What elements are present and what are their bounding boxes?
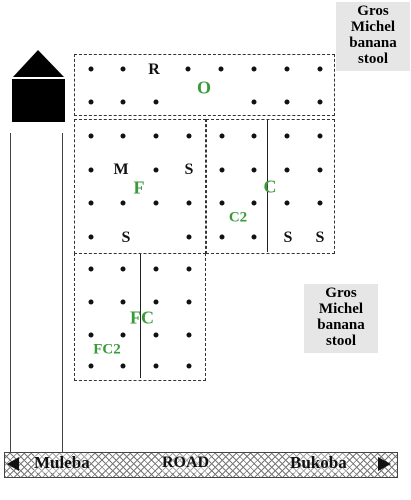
planting-point [219, 234, 225, 240]
mark-m: M [113, 161, 129, 178]
house-arrow-icon [12, 50, 65, 122]
stool-label-top-line: Gros [357, 3, 389, 19]
planting-point [153, 99, 159, 105]
plot-code-c: C [263, 176, 277, 197]
stool-label-top-line: Michel [350, 19, 396, 35]
planting-point [88, 99, 94, 105]
mark-r: R [148, 61, 160, 78]
arrow-right-icon [378, 457, 391, 471]
planting-point [120, 200, 126, 206]
planting-point [317, 133, 323, 139]
plot-code-f: F [133, 177, 145, 198]
planting-point [186, 266, 192, 272]
road-label-muleba: Muleba [34, 453, 90, 473]
arrow-left-icon [7, 457, 19, 471]
planting-point [120, 133, 126, 139]
planting-point [317, 167, 323, 173]
left-path-line [62, 133, 63, 453]
plot-code-fc2: FC2 [93, 341, 121, 358]
planting-point [284, 99, 290, 105]
plot-c-divider [267, 120, 268, 252]
planting-point [251, 200, 257, 206]
left-path-line [10, 133, 11, 453]
planting-point [284, 133, 290, 139]
road-label-bukoba: Bukoba [290, 453, 347, 473]
planting-point [153, 133, 159, 139]
stool-label-top-line: banana [349, 35, 397, 51]
planting-point [153, 299, 159, 305]
planting-point [120, 299, 126, 305]
planting-point [120, 332, 126, 338]
planting-point [88, 299, 94, 305]
plot-fc-divider [140, 254, 141, 378]
planting-point [153, 266, 159, 272]
road-strip [4, 452, 398, 478]
plot-o [74, 54, 335, 116]
plot-code-c2: C2 [228, 209, 248, 226]
planting-point [186, 363, 192, 369]
planting-point [317, 99, 323, 105]
planting-point [120, 266, 126, 272]
planting-point [317, 66, 323, 72]
planting-point [186, 234, 192, 240]
planting-point [251, 66, 257, 72]
stool-label-bottom-line: stool [326, 333, 356, 349]
planting-point [88, 234, 94, 240]
planting-point [153, 167, 159, 173]
planting-point [219, 133, 225, 139]
planting-point [120, 66, 126, 72]
planting-point [219, 167, 225, 173]
planting-point [218, 66, 224, 72]
planting-point [284, 200, 290, 206]
stool-label-top: Gros Michel banana stool [336, 2, 410, 71]
planting-point [153, 200, 159, 206]
stool-label-bottom-line: Gros [325, 285, 357, 301]
plot-c [206, 119, 335, 254]
planting-point [153, 332, 159, 338]
planting-point [120, 363, 126, 369]
planting-point [88, 133, 94, 139]
planting-point [317, 200, 323, 206]
planting-point [186, 200, 192, 206]
plot-code-o: O [196, 77, 212, 98]
road-label-center: ROAD [162, 453, 210, 473]
stool-label-bottom: Gros Michel banana stool [304, 284, 378, 353]
planting-point [219, 200, 225, 206]
stool-label-bottom-line: banana [317, 317, 365, 333]
plot-f [74, 119, 206, 254]
planting-point [251, 167, 257, 173]
mark-s: S [315, 229, 325, 246]
planting-point [153, 363, 159, 369]
mark-s: S [184, 161, 194, 178]
planting-point [185, 66, 191, 72]
planting-point [186, 332, 192, 338]
stool-label-bottom-line: Michel [318, 301, 364, 317]
stool-label-top-line: stool [358, 51, 388, 67]
planting-point [284, 167, 290, 173]
planting-point [88, 363, 94, 369]
planting-point [251, 133, 257, 139]
planting-point [186, 133, 192, 139]
planting-point [88, 167, 94, 173]
planting-point [88, 332, 94, 338]
mark-s: S [283, 229, 293, 246]
planting-point [88, 200, 94, 206]
planting-point [186, 299, 192, 305]
plot-code-fc: FC [130, 307, 154, 328]
planting-point [120, 99, 126, 105]
planting-point [251, 99, 257, 105]
planting-point [251, 234, 257, 240]
planting-point [88, 66, 94, 72]
planting-point [284, 66, 290, 72]
mark-s: S [121, 229, 131, 246]
planting-point [88, 266, 94, 272]
